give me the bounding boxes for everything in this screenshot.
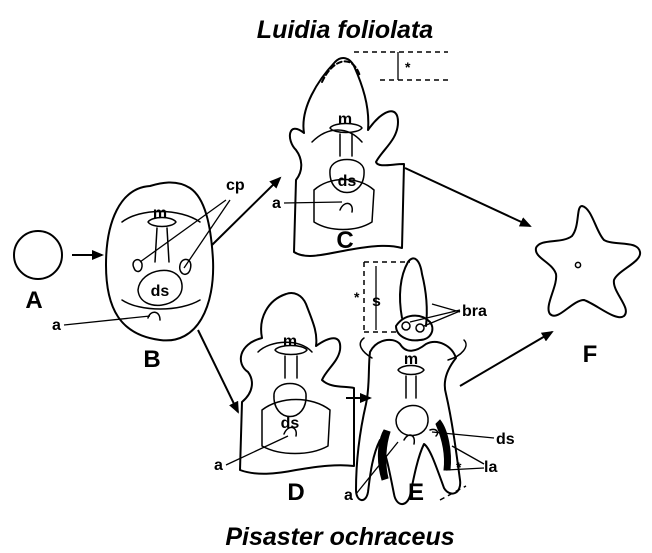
label-d-m: m	[283, 333, 297, 350]
pointer-e-la-2	[446, 468, 484, 470]
arrow-b-to-d	[198, 330, 238, 412]
stage-label-f: F	[583, 341, 598, 368]
pointer-e-bra-2	[424, 311, 460, 326]
label-c-ds: ds	[338, 173, 357, 190]
stage-label-e: E	[408, 479, 424, 506]
label-e-s: s	[372, 293, 381, 310]
pointer-d-a	[226, 436, 288, 465]
stage-label-d: D	[287, 479, 304, 506]
label-e-ds: ds	[496, 431, 515, 448]
stage-label-c: C	[336, 227, 353, 254]
label-e-bra: bra	[462, 303, 487, 320]
label-e-la: la	[484, 459, 497, 476]
label-d-a: a	[214, 457, 223, 474]
label-b-m: m	[153, 205, 167, 222]
title-luidia-foliolata: Luidia foliolata	[257, 16, 433, 44]
stage-label-a: A	[25, 287, 42, 314]
arrow-c-to-f	[405, 168, 530, 226]
pointer-e-bra-3	[432, 304, 460, 312]
label-b-cp: cp	[226, 177, 245, 194]
label-c-a: a	[272, 195, 281, 212]
label-e-a: a	[344, 487, 353, 504]
pointer-b-a	[64, 316, 150, 325]
title-pisaster-ochraceus: Pisaster ochraceus	[225, 523, 454, 551]
arrow-e-to-f	[460, 332, 552, 386]
stage-d-bipinnaria	[240, 293, 354, 474]
label-b-ds: ds	[151, 283, 170, 300]
stage-label-b: B	[143, 346, 160, 373]
asterisk-e-top: *	[354, 289, 360, 305]
asterisk-c: *	[405, 59, 411, 75]
stage-a-egg	[14, 231, 62, 279]
label-b-a: a	[52, 317, 61, 334]
pointer-c-a	[284, 202, 342, 203]
label-e-m: m	[404, 351, 418, 368]
asterisk-e-arm: *	[456, 459, 462, 475]
label-d-ds: ds	[281, 415, 300, 432]
stage-c-apex-dashed	[322, 61, 360, 82]
stage-f-juvenile-seastar	[536, 206, 640, 317]
label-c-m: m	[338, 111, 352, 128]
